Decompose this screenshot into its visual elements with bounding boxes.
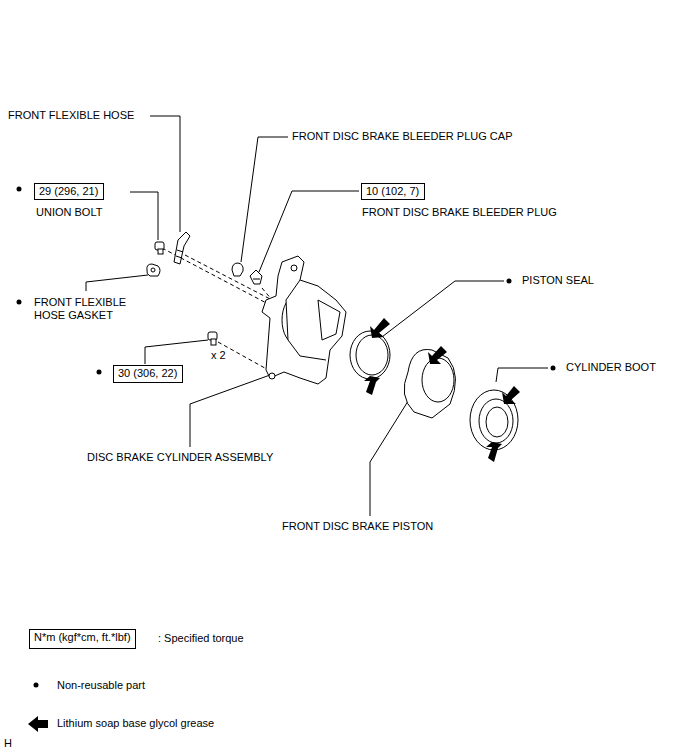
torque-box: 30 (306, 22)	[113, 365, 183, 383]
part-label: PISTON SEAL	[522, 274, 594, 287]
part-label: UNION BOLT	[36, 206, 102, 219]
torque-box: 10 (102, 7)	[361, 183, 425, 200]
torque-value: N*m (kgf*cm, ft.*lbf)	[34, 631, 131, 643]
part-label: DISC BRAKE CYLINDER ASSEMBLY	[87, 451, 273, 464]
part-label: FRONT DISC BRAKE PISTON	[282, 520, 433, 533]
torque-value: 30 (306, 22)	[118, 367, 177, 379]
part-label: FRONT DISC BRAKE BLEEDER PLUG	[362, 206, 557, 219]
torque-value: 29 (296, 21)	[39, 185, 98, 197]
part-label: CYLINDER BOOT	[566, 361, 656, 374]
torque-box: 29 (296, 21)	[34, 183, 104, 200]
legend-text: Non-reusable part	[57, 679, 145, 692]
part-label: FRONT FLEXIBLE HOSE GASKET	[34, 296, 146, 322]
part-label: x 2	[211, 349, 226, 362]
torque-value: 10 (102, 7)	[366, 185, 419, 197]
legend-text: Lithium soap base glycol grease	[57, 717, 214, 730]
legend-text: : Specified torque	[158, 632, 244, 645]
part-label: FRONT FLEXIBLE HOSE	[8, 109, 134, 122]
torque-box: N*m (kgf*cm, ft.*lbf)	[29, 629, 136, 649]
part-label: FRONT DISC BRAKE BLEEDER PLUG CAP	[292, 130, 512, 143]
part-label: H	[4, 737, 12, 750]
